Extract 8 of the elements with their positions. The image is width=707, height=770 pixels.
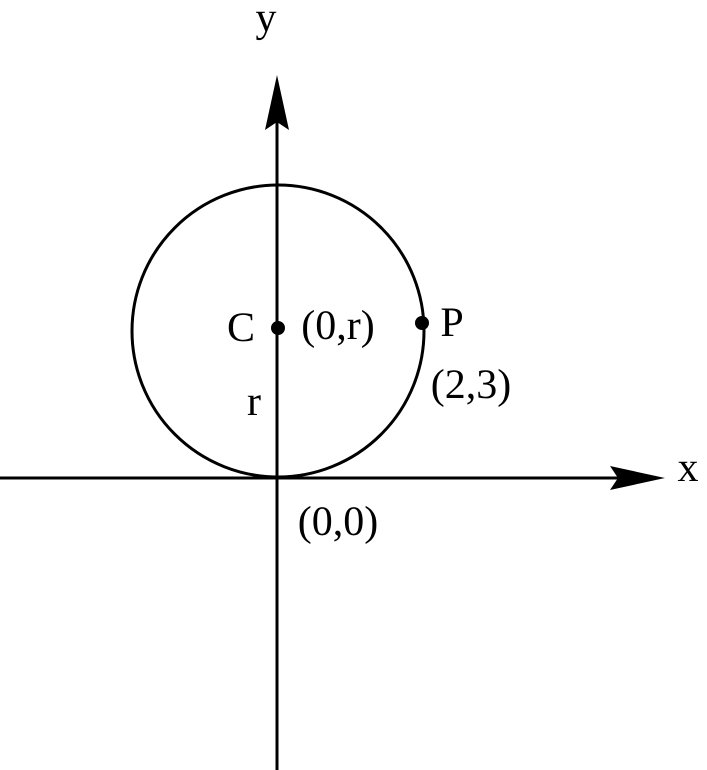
axis-label: y (256, 0, 276, 39)
point-label: P (440, 302, 464, 344)
axis-label: x (678, 447, 698, 489)
radius-label: r (247, 381, 261, 423)
point-label: C (227, 307, 255, 349)
coordinate-label: (0,r) (301, 305, 375, 347)
coordinate-label: (0,0) (298, 501, 378, 543)
coordinate-label: (2,3) (430, 364, 512, 406)
